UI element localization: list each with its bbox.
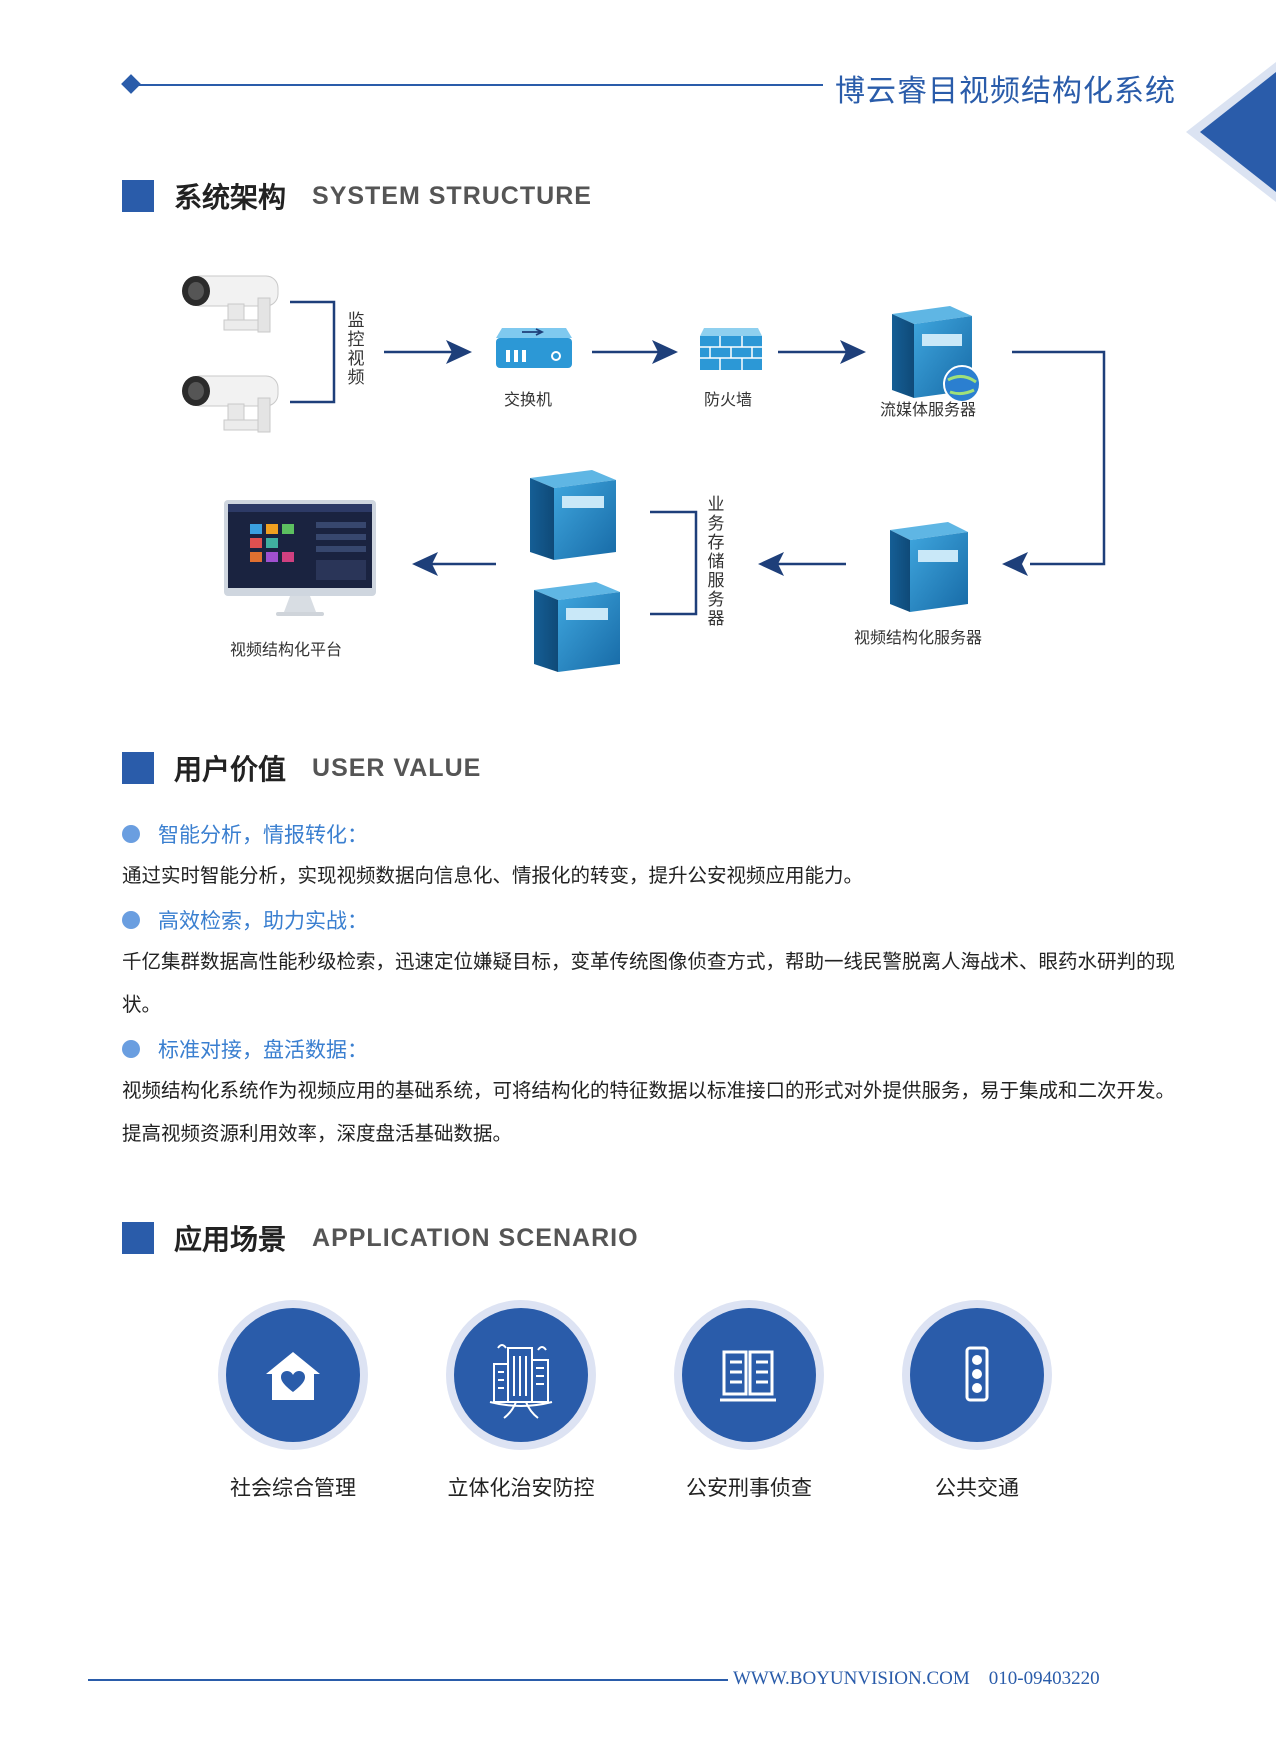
stream-server-icon xyxy=(892,306,981,403)
label-stream-server: 流媒体服务器 xyxy=(880,400,977,419)
section-title-cn: 应用场景 xyxy=(174,1223,287,1256)
label-structuring-server: 视频结构化服务器 xyxy=(854,628,983,647)
city-building-icon xyxy=(489,1344,553,1419)
value-item-text: 视频结构化系统作为视频应用的基础系统，可将结构化的特征数据以标准接口的形式对外提… xyxy=(122,1079,1176,1145)
storage-server-icon xyxy=(534,582,620,672)
open-book-icon xyxy=(720,1350,776,1402)
label-firewall: 防火墙 xyxy=(704,390,753,409)
camera-icon xyxy=(182,275,279,333)
firewall-icon xyxy=(700,328,762,370)
scenario-circle xyxy=(902,1300,1052,1450)
bullet-dot-icon xyxy=(122,911,140,929)
structuring-server-icon xyxy=(890,522,968,612)
section-title-cn: 系统架构 xyxy=(174,181,287,214)
section-title-en: APPLICATION SCENARIO xyxy=(312,1223,639,1252)
arrow-right-icon xyxy=(384,340,472,364)
camera-icon xyxy=(182,375,279,433)
label-storage-server: 业务存储服务器 xyxy=(707,495,725,629)
page-title: 博云睿目视频结构化系统 xyxy=(835,74,1176,109)
section-heading-value: 用户价值 USER VALUE xyxy=(122,748,481,788)
traffic-light-icon xyxy=(965,1346,989,1402)
section-title-en: USER VALUE xyxy=(312,753,482,782)
footer-website[interactable]: WWW.BOYUNVISION.COM xyxy=(733,1668,970,1689)
footer-contact: WWW.BOYUNVISION.COM 010-09403220 xyxy=(733,1668,1100,1690)
storage-server-icon xyxy=(530,470,616,560)
value-item-title: 标准对接，盘活数据： xyxy=(122,1034,368,1064)
arrow-left-icon xyxy=(412,552,496,576)
section-heading-scenario: 应用场景 APPLICATION SCENARIO xyxy=(122,1218,639,1258)
system-diagram xyxy=(182,275,1106,672)
scenario-label: 社会综合管理 xyxy=(230,1476,356,1500)
section-marker xyxy=(122,1222,154,1254)
scenario-circle xyxy=(446,1300,596,1450)
section-title-en: SYSTEM STRUCTURE xyxy=(312,181,592,210)
scenario-label: 公安刑事侦查 xyxy=(686,1476,812,1500)
label-switch: 交换机 xyxy=(504,390,553,409)
footer-rule xyxy=(88,1679,728,1681)
bullet-dot-icon xyxy=(122,1040,140,1058)
label-monitor-video: 监控视频 xyxy=(347,311,365,388)
section-title-cn: 用户价值 xyxy=(174,753,287,786)
monitor-platform-icon xyxy=(224,500,376,616)
footer-phone: 010-09403220 xyxy=(988,1668,1100,1689)
section-heading-structure: 系统架构 SYSTEM STRUCTURE xyxy=(122,176,592,216)
bullet-dot-icon xyxy=(122,825,140,843)
scenario-circle xyxy=(218,1300,368,1450)
value-item-title: 智能分析，情报转化： xyxy=(122,819,368,849)
scenario-label: 公共交通 xyxy=(935,1476,1019,1500)
label-platform: 视频结构化平台 xyxy=(230,640,343,659)
scenario-label: 立体化治安防控 xyxy=(447,1476,595,1500)
section-marker xyxy=(122,180,154,212)
value-item-text: 千亿集群数据高性能秒级检索，迅速定位嫌疑目标，变革传统图像侦查方式，帮助一线民警… xyxy=(122,950,1176,1016)
value-item-title: 高效检索，助力实战： xyxy=(122,905,368,935)
house-heart-icon xyxy=(266,1352,320,1400)
arrow-left-icon xyxy=(758,552,846,576)
arrow-right-icon xyxy=(592,340,678,364)
arrow-right-icon xyxy=(778,340,866,364)
section-marker xyxy=(122,752,154,784)
corner-decoration xyxy=(1186,62,1276,202)
value-item-text: 通过实时智能分析，实现视频数据向信息化、情报化的转变，提升公安视频应用能力。 xyxy=(122,864,864,887)
switch-icon xyxy=(496,328,572,368)
header-rule xyxy=(133,84,823,86)
scenario-circle xyxy=(674,1300,824,1450)
